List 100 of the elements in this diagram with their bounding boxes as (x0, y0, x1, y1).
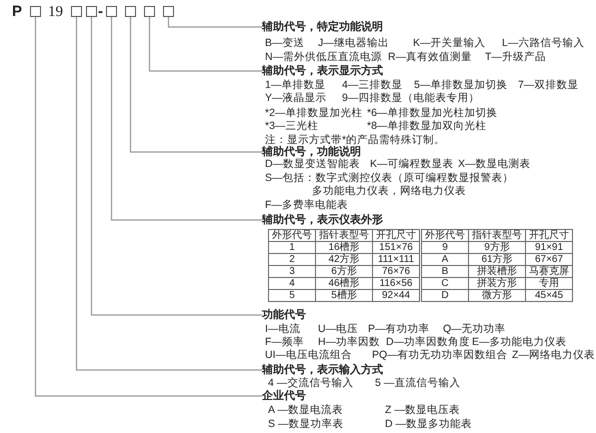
code-description: E—多功能电力仪表 (472, 336, 567, 349)
code-description: D —数显多功能表 (385, 418, 472, 431)
table-cell: 拼装方形 (468, 278, 526, 290)
code-description: H—功率因数 (318, 336, 380, 349)
table-cell: 92×44 (372, 290, 420, 302)
table-cell: 9 (420, 242, 468, 254)
code-box (163, 6, 174, 17)
table-cell: 4 (268, 278, 316, 290)
table-cell: 76×76 (372, 266, 420, 278)
column-header: 指针表型号 (468, 230, 526, 242)
code-box (86, 6, 97, 17)
table-cell: C (420, 278, 468, 290)
code-description: UI—电压电流组合 (265, 349, 352, 362)
code-description: Y—液晶显示 (265, 92, 327, 105)
code-description: *3—三光柱 (265, 120, 318, 133)
table-cell: D (420, 290, 468, 302)
code-description: *2—单排数显加光柱 (265, 107, 362, 120)
leader-line (168, 17, 262, 28)
code-description: U—电压 (318, 323, 358, 336)
table-cell: 2 (268, 254, 316, 266)
code-box (125, 6, 136, 17)
series-number: 19 (48, 4, 63, 20)
section-heading: 辅助代号，功能说明 (262, 145, 361, 159)
code-description: T—升级产品 (485, 51, 546, 64)
section-heading: 辅助代号，特定功能说明 (262, 20, 383, 34)
code-description: 4—三排数显 (342, 79, 402, 92)
code-description: D—功率因数角度 (386, 336, 470, 349)
table-cell: 3 (268, 266, 316, 278)
column-header: 外形代号 (420, 230, 468, 242)
code-description: *6—单排数显加光柱加切换 (367, 107, 498, 120)
leader-line (76, 17, 262, 371)
leader-line (34, 17, 262, 397)
table-cell: 45×45 (526, 290, 572, 302)
section-heading: 功能代号 (262, 308, 306, 322)
table-cell: 67×67 (526, 254, 572, 266)
code-description: 9—四排数显（电能表专用） (342, 92, 480, 105)
column-header: 指针表型号 (316, 230, 372, 242)
table-cell: 9方形 (468, 242, 526, 254)
code-description: *8—单排数显加双向光柱 (367, 120, 486, 133)
column-header: 开孔尺寸 (526, 230, 572, 242)
code-description: X—数显电测表 (458, 158, 531, 171)
code-description: Z —数显电压表 (385, 404, 460, 417)
code-description: J—继电器输出 (318, 37, 389, 50)
code-description: P—有功功率 (368, 323, 430, 336)
section-heading: 辅助代号，表示输入方式 (262, 363, 383, 377)
code-description: Q—无功功率 (443, 323, 506, 336)
table-cell: 91×91 (526, 242, 572, 254)
table-cell: B (420, 266, 468, 278)
table-cell: 116×56 (372, 278, 420, 290)
leader-line (148, 17, 262, 72)
section-heading: 企业代号 (262, 389, 306, 403)
code-box (71, 6, 82, 17)
code-description: 5 —直流信号输入 (375, 377, 460, 390)
code-description: 1—单排数显 (265, 79, 326, 92)
table-cell: 1 (268, 242, 316, 254)
table-cell: 151×76 (372, 242, 420, 254)
table-cell: 42方形 (316, 254, 372, 266)
code-description: 5—单排数显加切换 (414, 79, 508, 92)
code-description: F—频率 (265, 336, 304, 349)
table-cell: 5槽形 (316, 290, 372, 302)
code-description: PQ—有功无功功率因数组合 (372, 349, 508, 362)
code-description: A —数显电流表 (268, 404, 343, 417)
code-box (144, 6, 155, 17)
code-description: B—变送 (265, 37, 305, 50)
leader-line (110, 17, 262, 221)
code-description: D—数显变送智能表 (265, 158, 360, 171)
code-box (106, 6, 117, 17)
column-header: 开孔尺寸 (372, 230, 420, 242)
code-description: Z—网络电力仪表 (512, 349, 595, 362)
section-heading: 辅助代号，表示仪表外形 (262, 213, 383, 227)
table-cell: 61方形 (468, 254, 526, 266)
leader-line (90, 17, 262, 316)
table-cell: 微方形 (468, 290, 526, 302)
table-cell: 专用 (526, 278, 572, 290)
code-description: R—真有效值测量 (388, 51, 472, 64)
column-header: 外形代号 (268, 230, 316, 242)
code-description: K—开关量输入 (413, 37, 486, 50)
code-description: L—六路信号输入 (502, 37, 584, 50)
code-description: S—包括：数字式测控仪表（原可编程数显报警表）多功能电力仪表，网络电力仪表 (265, 172, 515, 198)
table-cell: 拼装槽形 (468, 266, 526, 278)
table-cell: 16槽形 (316, 242, 372, 254)
code-description: K—可编程数显表 (370, 158, 454, 171)
code-description: 7—双排数显 (518, 79, 578, 92)
series-letter: P (12, 4, 22, 20)
leader-line (130, 17, 262, 153)
code-description: F—多费率电能表 (265, 199, 348, 212)
table-cell: 111×111 (372, 254, 420, 266)
note-text: 注：显示方式带*的产品需特殊订制。 (265, 134, 446, 146)
code-description: 4 —交流信号输入 (268, 377, 354, 390)
table-cell: A (420, 254, 468, 266)
section-heading: 辅助代号，表示显示方式 (262, 64, 383, 78)
code-description: I—电流 (265, 323, 300, 336)
separator-dash: - (98, 4, 103, 20)
table-cell: 马赛克屏 (526, 266, 572, 278)
code-box (30, 6, 41, 17)
code-description: S —数显功率表 (268, 418, 344, 431)
table-cell: 6方形 (316, 266, 372, 278)
table-cell: 5 (268, 290, 316, 302)
code-description: N—需外供低压直流电源 (265, 51, 382, 64)
table-cell: 46槽形 (316, 278, 372, 290)
